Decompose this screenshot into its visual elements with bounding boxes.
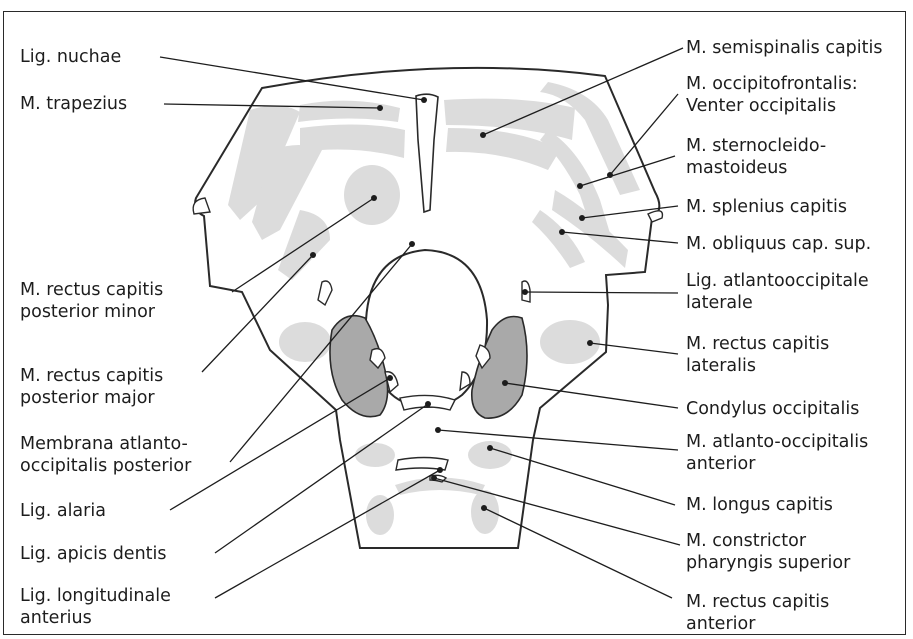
- left-anterior-region: [366, 495, 394, 535]
- label-lig-alaria: Lig. alaria: [20, 500, 106, 522]
- label-m-rectus-capitis-lateralis: M. rectus capitis lateralis: [686, 333, 829, 377]
- label-lig-longitudinale-anterius: Lig. longitudinale anterius: [20, 585, 171, 629]
- label-m-rectus-capitis-posterior-minor: M. rectus capitis posterior minor: [20, 279, 163, 323]
- left-lateral-region: [279, 322, 331, 362]
- label-m-atlanto-occipitalis-anterior: M. atlanto-occipitalis anterior: [686, 431, 868, 475]
- label-m-splenius-capitis: M. splenius capitis: [686, 196, 847, 218]
- label-m-obliquus-cap-sup: M. obliquus cap. sup.: [686, 233, 871, 255]
- label-lig-atlantooccipitale-laterale: Lig. atlantooccipitale laterale: [686, 270, 869, 314]
- label-lig-apicis-dentis: Lig. apicis dentis: [20, 543, 167, 565]
- m-rectus-capitis-anterior-region: [471, 490, 499, 534]
- label-m-occipitofrontalis: M. occipitofrontalis: Venter occipitalis: [686, 73, 858, 117]
- left-longus-region: [355, 443, 395, 467]
- label-condylus-occipitalis: Condylus occipitalis: [686, 398, 859, 420]
- label-membrana-atlanto-occipitalis-posterior: Membrana atlanto- occipitalis posterior: [20, 433, 191, 477]
- label-m-rectus-capitis-anterior: M. rectus capitis anterior: [686, 591, 829, 635]
- m-rectus-capitis-posterior-minor-region: [344, 165, 400, 225]
- label-m-longus-capitis: M. longus capitis: [686, 494, 833, 516]
- label-m-trapezius: M. trapezius: [20, 93, 127, 115]
- label-lig-nuchae: Lig. nuchae: [20, 46, 121, 68]
- label-m-semispinalis-capitis: M. semispinalis capitis: [686, 37, 882, 59]
- label-m-rectus-capitis-posterior-major: M. rectus capitis posterior major: [20, 365, 163, 409]
- label-m-sternocleidomastoideus: M. sternocleido- mastoideus: [686, 135, 826, 179]
- label-m-constrictor-pharyngis-superior: M. constrictor pharyngis superior: [686, 530, 850, 574]
